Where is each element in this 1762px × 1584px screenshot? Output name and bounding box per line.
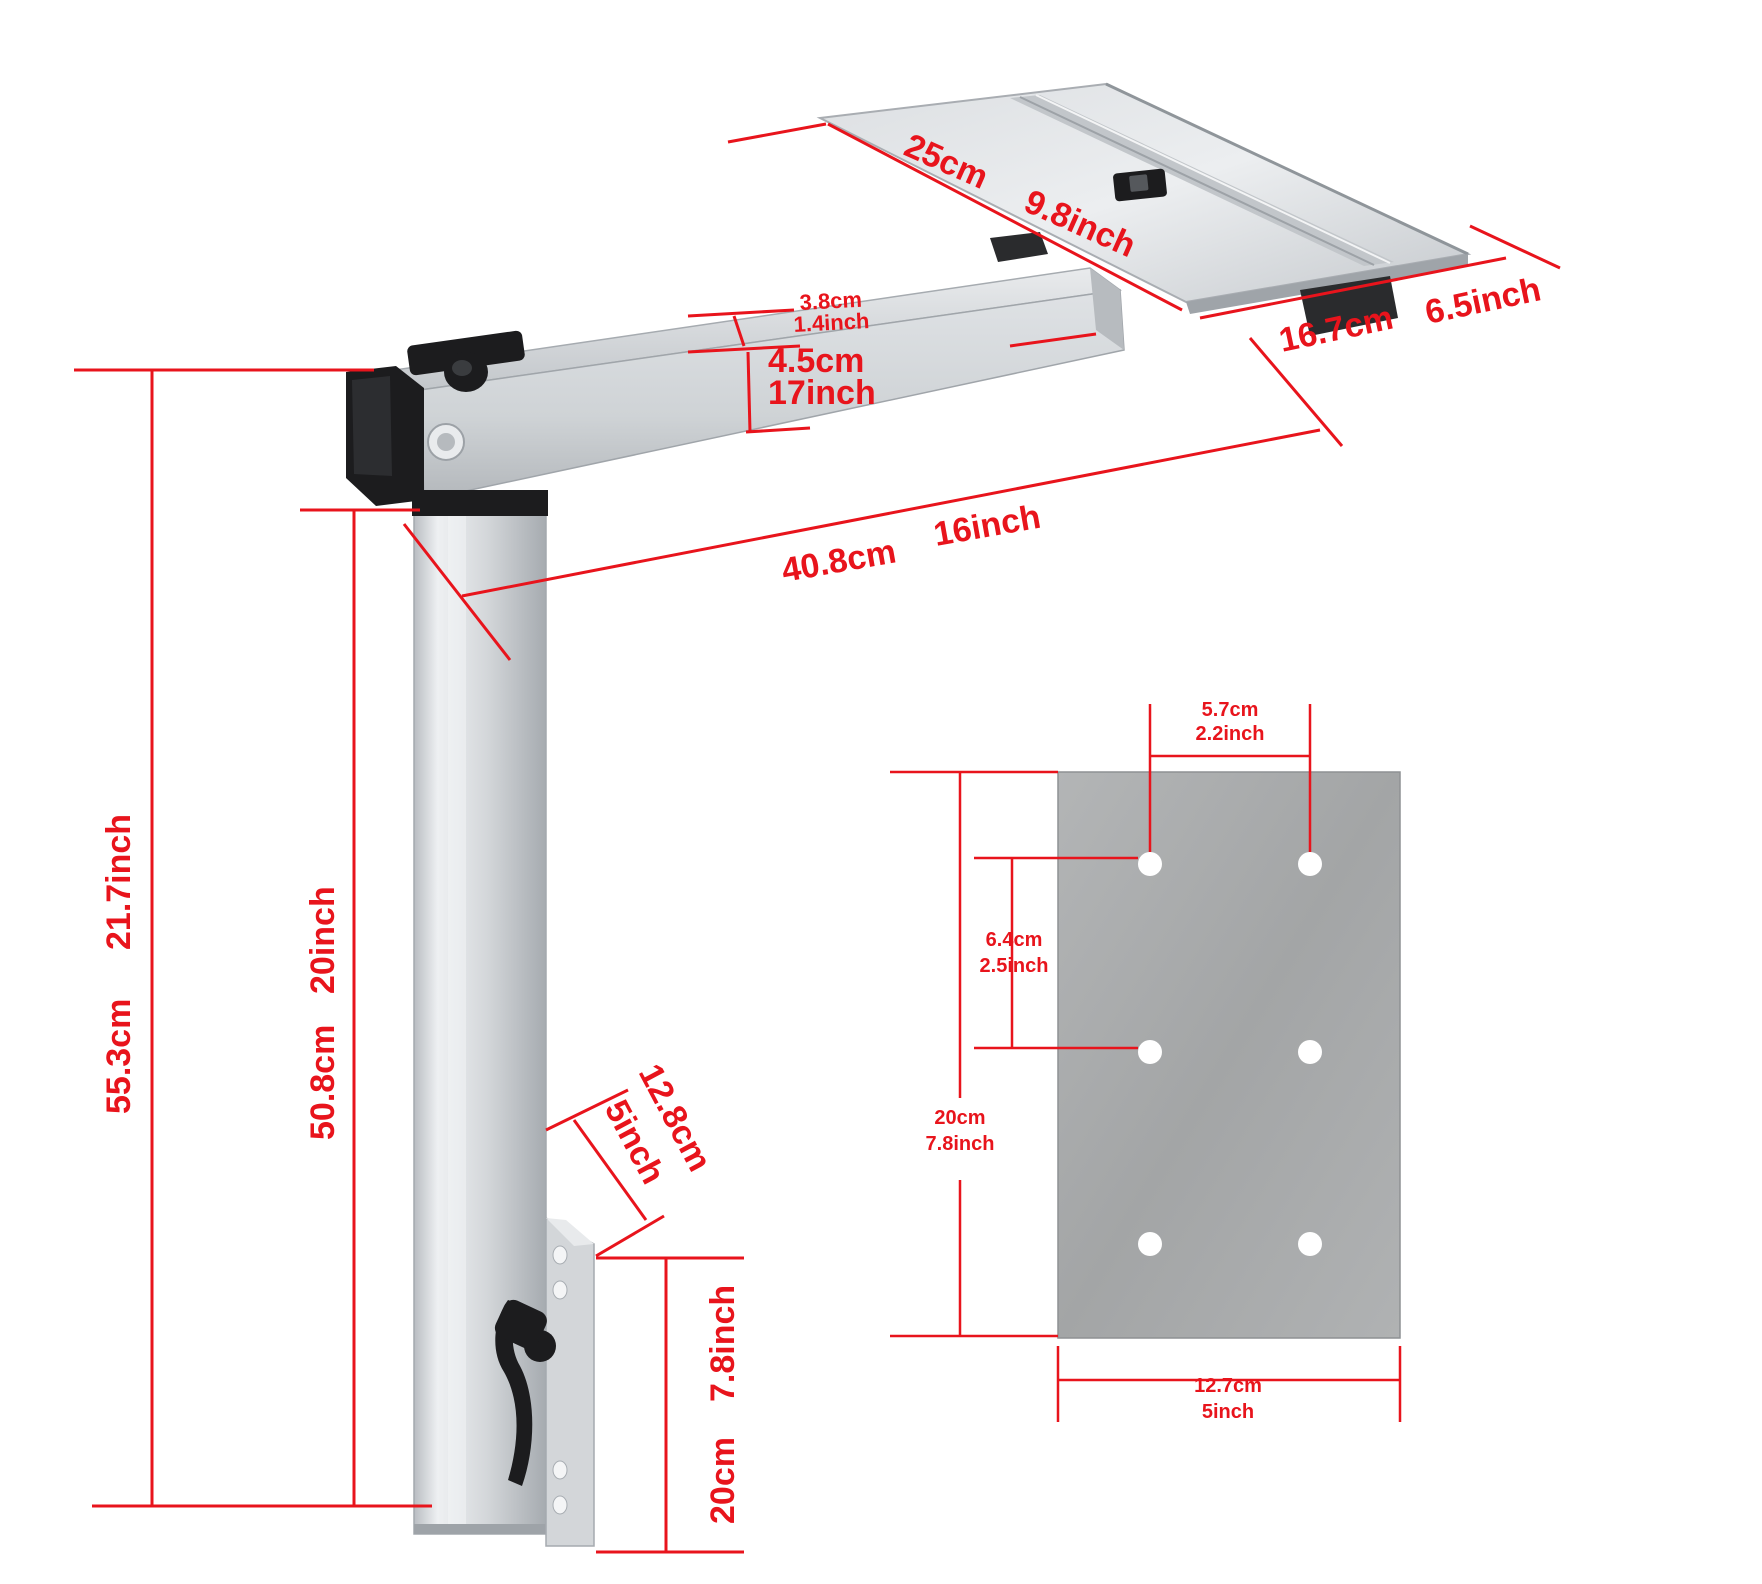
hole-spacing-x-cm-label: 5.7cm xyxy=(1202,699,1259,721)
mount-hole xyxy=(1138,1040,1162,1064)
vertical-leg xyxy=(412,490,548,1535)
arm-length-cm-label: 40.8cm xyxy=(779,532,899,589)
locking-lever-handle xyxy=(494,1299,556,1486)
mount-plate-dimension-lines xyxy=(890,704,1402,1422)
mount-plate-dimension-labels: 5.7cm 2.2inch 6.4cm 2.5inch 20cm 7.8inch… xyxy=(926,699,1265,1423)
mount-hole xyxy=(1298,852,1322,876)
dimension-lines xyxy=(74,122,1561,1554)
bracket-height-in-label: 7.8inch xyxy=(704,1285,742,1402)
mount-hole xyxy=(1138,1232,1162,1256)
arm-height-small-cm-label: 3.8cm xyxy=(799,287,863,315)
total-height-cm-label: 55.3cm xyxy=(100,999,138,1114)
leg-height-cm-label: 50.8cm xyxy=(304,1025,342,1140)
plate-width-in-label: 5inch xyxy=(1202,1401,1254,1423)
mount-plate-detail xyxy=(1057,771,1401,1339)
hole-spacing-y-cm-label: 6.4cm xyxy=(986,929,1043,951)
table-top-plate xyxy=(816,82,1472,336)
mount-hole xyxy=(1138,852,1162,876)
mount-hole xyxy=(1298,1232,1322,1256)
plate-width-cm-label: 12.7cm xyxy=(1194,1375,1262,1397)
arm-length-in-label: 16inch xyxy=(931,498,1044,554)
horizontal-arm xyxy=(346,267,1125,506)
bracket-height-cm-label: 20cm xyxy=(704,1437,742,1524)
plate-height-in-label: 7.8inch xyxy=(926,1133,995,1155)
plate-height-cm-label: 20cm xyxy=(934,1107,985,1129)
total-height-in-label: 21.7inch xyxy=(100,814,138,950)
mount-plate xyxy=(1057,771,1401,1339)
mount-hole xyxy=(1298,1040,1322,1064)
arm-height-small-in-label: 1.4inch xyxy=(793,308,870,337)
arm-height-cm-label: 4.5cm xyxy=(768,342,864,380)
hole-spacing-y-in-label: 2.5inch xyxy=(980,955,1049,977)
hole-spacing-x-in-label: 2.2inch xyxy=(1196,723,1265,745)
arm-height-in-label: 17inch xyxy=(768,374,876,412)
leg-height-in-label: 20inch xyxy=(304,886,342,994)
mounting-bracket xyxy=(494,1216,595,1547)
top-width-in-label: 6.5inch xyxy=(1422,270,1545,332)
